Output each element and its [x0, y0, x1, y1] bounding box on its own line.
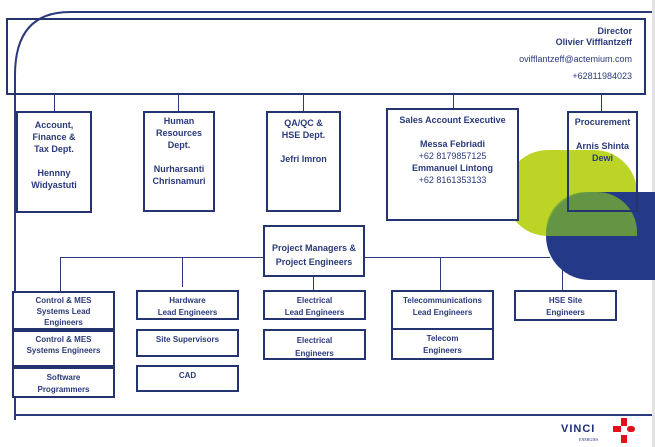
dept-head-name: Dewi: [591, 153, 613, 163]
team-label: Electrical: [296, 336, 333, 345]
dept-head-name: Jefri Imron: [280, 154, 327, 164]
dept-human-resources[interactable]: Human Resources Dept. Nurharsanti Chrisn…: [143, 111, 215, 212]
connector: [562, 257, 563, 290]
team-hse-site[interactable]: HSE Site Engineers: [514, 290, 617, 321]
team-hardware-lead[interactable]: Hardware Lead Engineers: [136, 290, 239, 320]
team-electrical-lead[interactable]: Electrical Lead Engineers: [263, 290, 366, 320]
team-cad[interactable]: CAD: [136, 365, 239, 392]
team-telecom-engineers[interactable]: Telecom Engineers: [391, 328, 494, 360]
dept-title: QA/QC &: [284, 118, 323, 128]
pm-label: Project Managers &: [271, 243, 357, 253]
logo-subtitle: ENERGIES: [579, 437, 599, 442]
team-control-engineers[interactable]: Control & MES Systems Engineers: [12, 330, 115, 367]
team-label: Engineers: [44, 318, 83, 327]
dept-phone: +62 8179857125: [418, 151, 487, 161]
vinci-cross-icon: [613, 418, 635, 443]
director-name: Olivier Vifflantzeff: [555, 37, 632, 47]
dept-sales[interactable]: Sales Account Executive Messa Febriadi +…: [386, 108, 519, 221]
director-box: Director Olivier Vifflantzeff ovifflantz…: [6, 18, 646, 95]
logo-wordmark: VINCI: [561, 423, 596, 435]
team-label: Systems Engineers: [26, 346, 101, 355]
pm-label: Project Engineers: [275, 257, 353, 267]
team-label: Hardware: [169, 296, 206, 305]
team-site-supervisors[interactable]: Site Supervisors: [136, 329, 239, 357]
dept-head-name: Nurharsanti: [153, 164, 205, 174]
team-label: Engineers: [546, 308, 585, 317]
director-title: Director: [597, 26, 632, 36]
dept-qaqc-hse[interactable]: QA/QC & HSE Dept. Jefri Imron: [266, 111, 341, 212]
team-label: CAD: [178, 371, 197, 380]
team-label: Telecommunications: [403, 296, 482, 305]
team-connector: [365, 257, 550, 258]
team-label: Systems Lead: [36, 307, 91, 316]
dept-head-name: Arnis Shinta: [575, 141, 629, 151]
dept-title: Procurement: [574, 117, 631, 127]
team-electrical-engineers[interactable]: Electrical Engineers: [263, 329, 366, 360]
dept-head-name: Chrisnamuri: [152, 176, 206, 186]
dept-head-name: Messa Febriadi: [419, 139, 486, 149]
director-phone: +62811984023: [572, 71, 632, 81]
dept-title: Dept.: [167, 140, 191, 150]
dept-head-name: Emmanuel Lintong: [412, 163, 493, 173]
team-software-programmers[interactable]: Software Programmers: [12, 367, 115, 398]
dept-account-finance[interactable]: Account, Finance & Tax Dept. Hennny Widy…: [16, 111, 92, 213]
connector: [313, 277, 314, 290]
team-label: Lead Engineers: [284, 308, 345, 317]
connector: [601, 95, 602, 112]
connector: [178, 95, 179, 112]
dept-head-name: Hennny: [37, 168, 71, 178]
team-label: Engineers: [423, 346, 462, 355]
director-email[interactable]: ovifflantzeff@actemium.com: [519, 54, 632, 64]
connector: [60, 257, 61, 292]
dept-phone: +62 8161353133: [418, 175, 487, 185]
team-control-lead[interactable]: Control & MES Systems Lead Engineers: [12, 291, 115, 330]
team-label: Site Supervisors: [155, 335, 220, 344]
dept-head-name: Widyastuti: [31, 180, 77, 190]
connector: [182, 257, 183, 287]
dept-procurement[interactable]: Procurement Arnis Shinta Dewi: [567, 111, 638, 212]
team-connector: [60, 257, 263, 258]
connector: [440, 257, 441, 290]
team-label: HSE Site: [548, 296, 583, 305]
team-label: Control & MES: [35, 296, 92, 305]
team-label: Software: [46, 373, 81, 382]
team-label: Programmers: [37, 385, 90, 394]
connector: [303, 95, 304, 112]
team-label: Electrical: [296, 296, 333, 305]
dept-title: Finance &: [32, 132, 76, 142]
dept-title: Resources: [155, 128, 203, 138]
dept-title: Human: [163, 116, 195, 126]
dept-title: Account,: [34, 120, 74, 130]
team-label: Engineers: [295, 349, 334, 358]
connector: [54, 95, 55, 112]
dept-title: Tax Dept.: [34, 144, 74, 154]
vinci-energies-logo: VINCI ENERGIES: [561, 418, 641, 444]
team-label: Lead Engineers: [412, 308, 473, 317]
team-label: Control & MES: [35, 335, 92, 344]
connector: [453, 95, 454, 109]
team-label: Lead Engineers: [157, 308, 218, 317]
dept-title: Sales Account Executive: [399, 115, 506, 125]
project-managers-box[interactable]: Project Managers & Project Engineers: [263, 225, 365, 277]
team-label: Telecom: [426, 334, 459, 343]
dept-title: HSE Dept.: [281, 130, 326, 140]
team-telecom-lead[interactable]: Telecommunications Lead Engineers: [391, 290, 494, 330]
